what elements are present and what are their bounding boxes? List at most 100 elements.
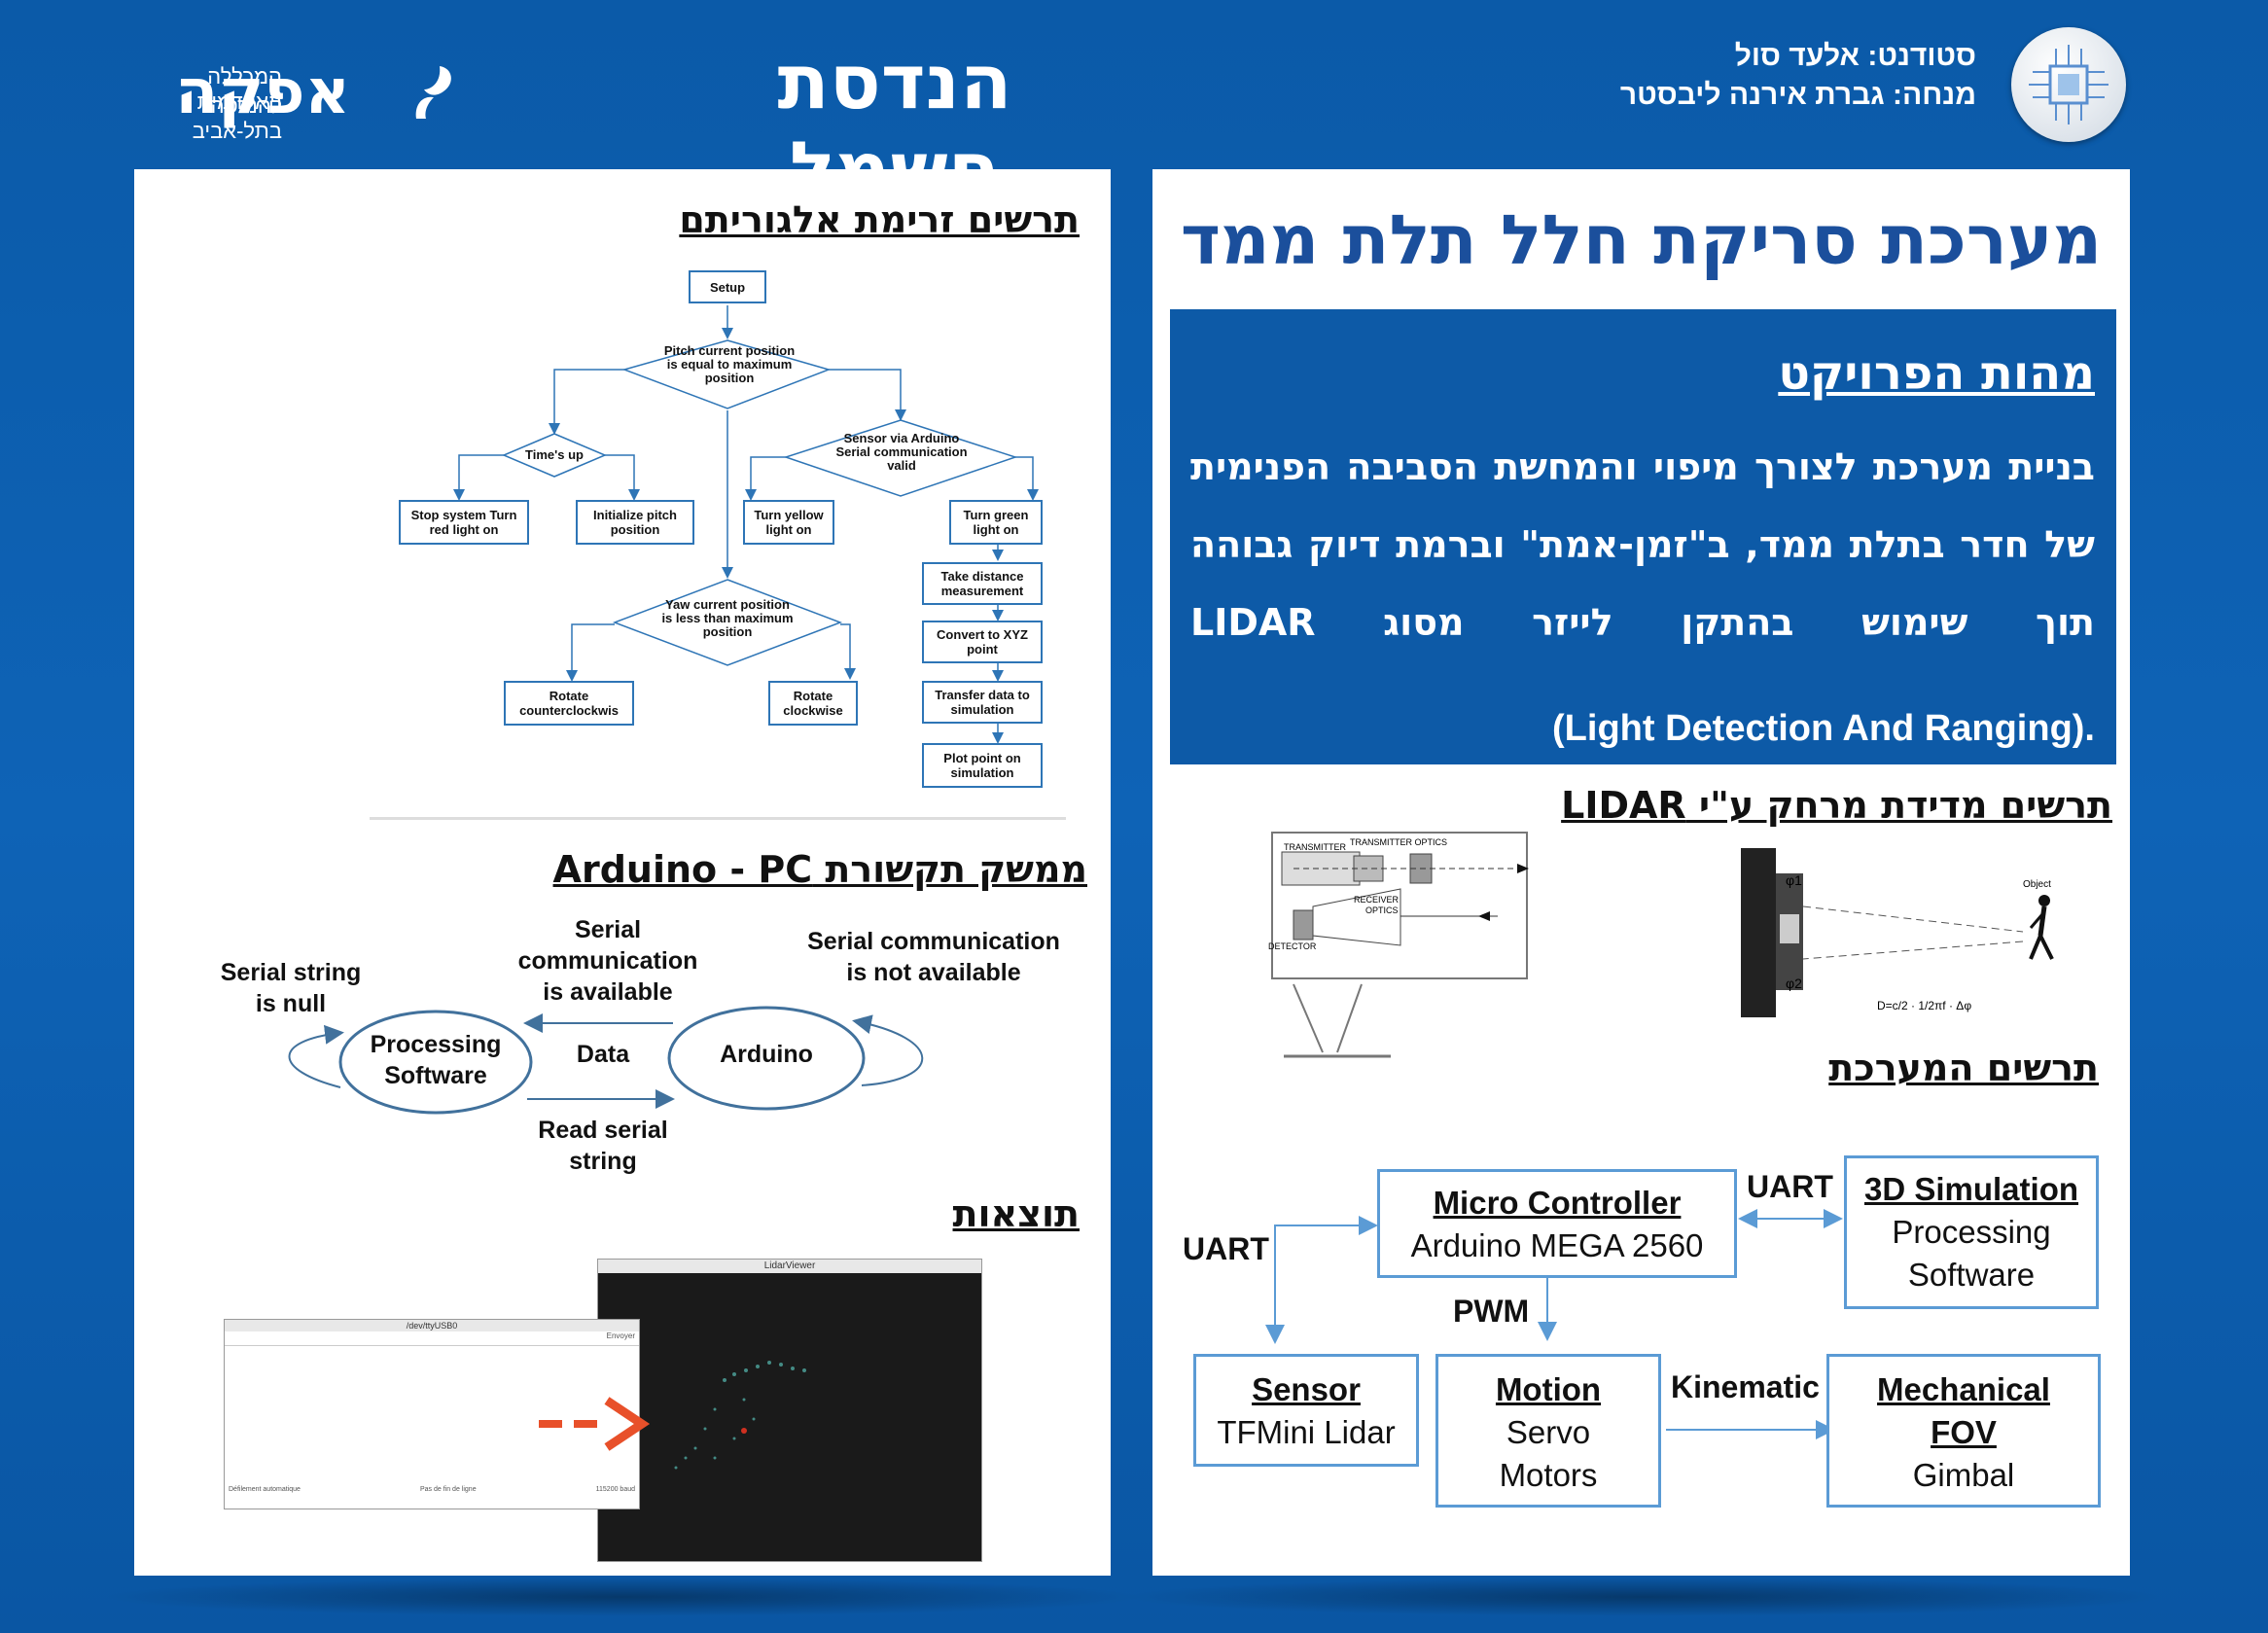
phi1-label: φ1 xyxy=(1786,872,1802,888)
mechanical-box: Mechanical FOV Gimbal xyxy=(1826,1354,2101,1508)
notavail-line-2: is not available xyxy=(846,959,1021,986)
mech-title-2: FOV xyxy=(1931,1414,1997,1450)
student-name: סטודנט: אלעד סול xyxy=(1734,40,1976,72)
mech-title: Mechanical xyxy=(1877,1371,2050,1407)
receiver-label: RECEIVER xyxy=(1354,895,1400,905)
sim-subtitle: Processing xyxy=(1892,1214,2051,1250)
flow-yellow-light: Turn yellow light on xyxy=(743,500,834,545)
sensor-box: Sensor TFMini Lidar xyxy=(1193,1354,1419,1467)
comm-heading: ממשק תקשורת Arduino - PC xyxy=(552,848,1087,891)
serial-monitor-window: /dev/ttyUSB0 Envoyer Défilement automati… xyxy=(224,1319,640,1509)
autoscroll-checkbox[interactable]: Défilement automatique xyxy=(229,1486,301,1493)
uart-label-2: UART xyxy=(1747,1169,1833,1204)
advisor-name: מנחה: גברת אירנה ליבסטר xyxy=(1619,79,1976,111)
flowchart-connectors xyxy=(453,305,1039,744)
comm-diagram xyxy=(288,1006,924,1115)
flow-stop-system: Stop system Turn red light on xyxy=(399,500,529,545)
motion-title: Motion xyxy=(1495,1371,1602,1407)
transmitter-label: TRANSMITTER xyxy=(1284,842,1346,852)
flow-sensor-decision: Sensor via Arduino Serial communication … xyxy=(835,431,968,473)
transmitter-optics-label: TRANSMITTER OPTICS xyxy=(1350,837,1447,847)
logo-subtitle-2: להנדסה בתל-אביב xyxy=(192,93,282,143)
phi2-label: φ2 xyxy=(1786,976,1802,991)
pwm-label: PWM xyxy=(1453,1294,1530,1329)
project-title: מערכת סריקת חלל תלת ממד xyxy=(1180,200,2103,280)
object-label: Object xyxy=(2023,879,2051,890)
logo-subtitle: המכללה האקדמית xyxy=(196,64,282,114)
serial-titlebar: /dev/ttyUSB0 xyxy=(225,1320,639,1331)
motion-box: Motion Servo Motors xyxy=(1435,1354,1661,1508)
mech-subtitle: Gimbal xyxy=(1912,1457,2015,1493)
viewer-titlebar: LidarViewer xyxy=(598,1260,981,1273)
point-cloud xyxy=(674,1361,806,1470)
motion-subtitle: Servo xyxy=(1506,1414,1591,1450)
panel-shadow xyxy=(97,1578,1148,1616)
lidar-viewer-window: LidarViewer xyxy=(597,1259,982,1562)
sensor-subtitle: TFMini Lidar xyxy=(1217,1414,1396,1450)
credits: סטודנט: אלעד סול מנחה: גברת אירנה ליבסטר xyxy=(1620,37,1976,115)
panel-shadow xyxy=(1118,1578,2169,1616)
mc-title: Micro Controller xyxy=(1433,1185,1682,1221)
flow-setup: Setup xyxy=(689,270,766,303)
sim-title: 3D Simulation xyxy=(1863,1171,2079,1207)
system-connectors xyxy=(1265,1209,1843,1439)
flow-plot: Plot point on simulation xyxy=(922,743,1043,788)
micro-controller-box: Micro Controller Arduino MEGA 2560 xyxy=(1377,1169,1737,1278)
avail-line-3: is available xyxy=(543,978,673,1006)
data-label: Data xyxy=(576,1041,630,1068)
flow-timesup-decision: Time's up xyxy=(525,447,584,462)
logo-name: אפקה xyxy=(175,56,350,128)
motion-subtitle-2: Motors xyxy=(1499,1457,1598,1493)
leaf-icon xyxy=(410,62,457,125)
flow-init-pitch: Initialize pitch position xyxy=(576,500,694,545)
uart-label: UART xyxy=(1183,1231,1269,1266)
afeka-logo: אפקה המכללה האקדמית להנדסה בתל-אביב xyxy=(126,56,457,143)
essence-text: בניית מערכת לצורך מיפוי והמחשת הסביבה הפ… xyxy=(1190,445,2095,644)
mc-subtitle: Arduino MEGA 2560 xyxy=(1410,1227,1704,1263)
not-available-label: Serial communication is not available xyxy=(807,926,1060,988)
arrow-icon xyxy=(539,1397,651,1451)
avail-line-1: Serial xyxy=(574,916,642,943)
lidar-optics-diagram: TRANSMITTER TRANSMITTER OPTICS RECEIVER … xyxy=(1268,832,1529,1058)
project-essence-box: מהות הפרויקט בניית מערכת לצורך מיפוי והמ… xyxy=(1170,309,2116,764)
sim-subtitle-2: Software xyxy=(1907,1257,2036,1293)
essence-last-line: (Light Detection And Ranging). xyxy=(1552,708,2095,749)
flow-pitch-decision: Pitch current position is equal to maxim… xyxy=(663,343,796,385)
flow-rotate-ccw: Rotate counterclockwis xyxy=(504,681,634,726)
formula: D=c/2 · 1/2πf · Δφ xyxy=(1877,999,1971,1012)
flow-rotate-cw: Rotate clockwise xyxy=(768,681,858,726)
processing-line-1: Processing xyxy=(370,1031,502,1058)
kinematic-label: Kinematic xyxy=(1671,1369,1820,1404)
baud-select[interactable]: 115200 baud xyxy=(595,1486,635,1493)
flow-transfer: Transfer data to simulation xyxy=(922,681,1043,724)
essence-heading: מהות הפרויקט xyxy=(1778,346,2095,401)
null-label: Serial string is null xyxy=(208,957,373,1019)
person-icon xyxy=(2029,895,2054,960)
null-line-2: is null xyxy=(255,990,327,1017)
read-line-2: string xyxy=(569,1148,637,1175)
send-button[interactable]: Envoyer xyxy=(225,1331,639,1346)
flow-yaw-decision: Yaw current position is less than maximu… xyxy=(661,597,794,639)
flowchart-heading: תרשים זרימת אלגוריתם xyxy=(679,198,1080,241)
processing-line-2: Software xyxy=(384,1062,487,1089)
system-heading: תרשים המערכת xyxy=(1828,1047,2099,1089)
line-ending-select[interactable]: Pas de fin de ligne xyxy=(419,1486,477,1493)
results-heading: תוצאות xyxy=(952,1192,1080,1235)
detector-label: DETECTOR xyxy=(1268,941,1317,951)
origin-marker xyxy=(741,1428,747,1434)
flow-green-light: Turn green light on xyxy=(949,500,1043,545)
notavail-line-1: Serial communication xyxy=(807,928,1060,955)
null-line-1: Serial string xyxy=(220,959,362,986)
read-line-1: Read serial xyxy=(538,1117,668,1144)
flow-take-distance: Take distance measurement xyxy=(922,562,1043,605)
optics-label: OPTICS xyxy=(1365,905,1399,915)
chip-icon xyxy=(2011,27,2126,142)
lidar-heading: תרשים מדידת מרחק ע"י LIDAR xyxy=(1561,784,2112,827)
divider xyxy=(370,817,1066,820)
simulation-box: 3D Simulation Processing Software xyxy=(1844,1155,2099,1309)
lidar-phase-diagram: φ1 φ2 Object D=c/2 · 1/2πf · Δφ xyxy=(1741,848,2054,1017)
sensor-title: Sensor xyxy=(1252,1371,1361,1407)
arduino-node: Arduino xyxy=(720,1041,813,1068)
read-serial-label: Read serial string xyxy=(515,1115,691,1177)
